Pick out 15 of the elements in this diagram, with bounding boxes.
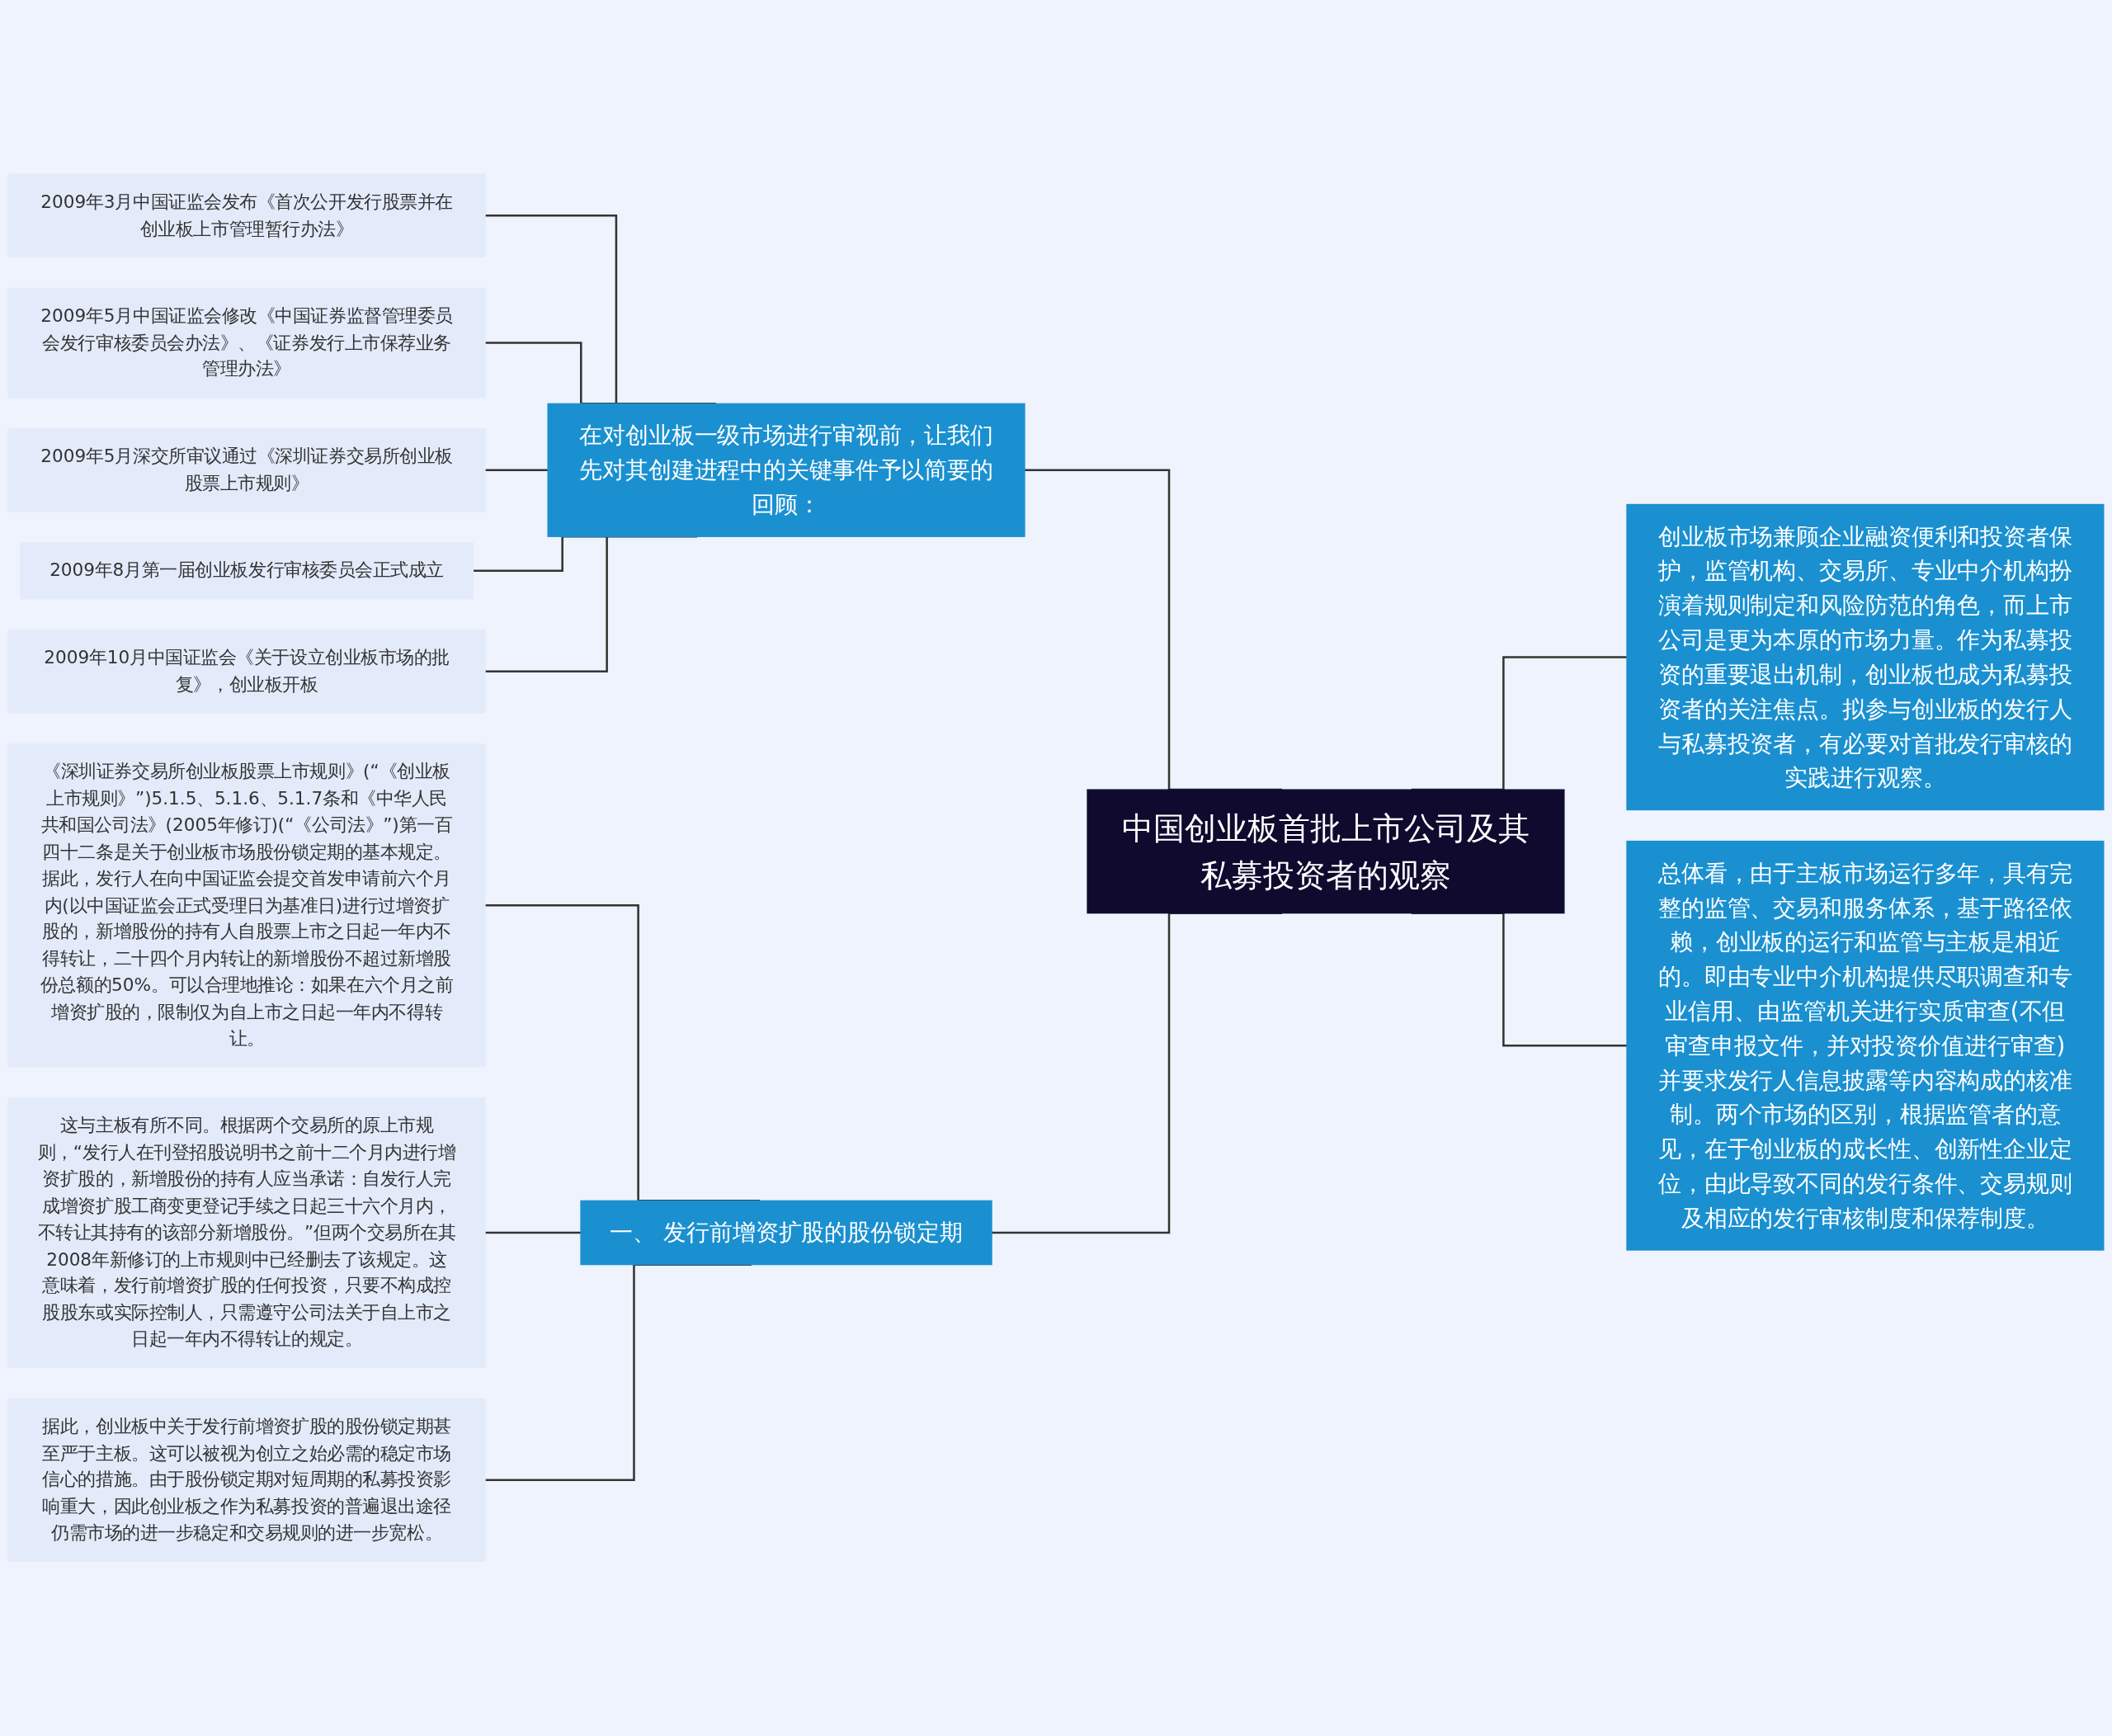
node-box: 2009年5月深交所审议通过《深圳证券交易所创业板股票上市规则》 <box>7 428 486 512</box>
node-box: 2009年10月中国证监会《关于设立创业板市场的批复》，创业板开板 <box>7 630 486 714</box>
node-box: 创业板市场兼顾企业融资便利和投资者保护，监管机构、交易所、专业中介机构扮演着规则制定和风险防范的角色，而上市公司是更为本原的市场力量。作为私募投资的重要退出机制，创业板也成为私募投资者的关注焦点。拟参与创业板的发行人与私募投资者，有必要对首批发行审核的实践进行观察。 <box>1626 504 2105 811</box>
node-box: 《深圳证券交易所创业板股票上市规则》(“《创业板上市规则》”)5.1.5、5.1.6、5.1.7条和《中华人民共和国公司法》(2005年修订)(“《公司法》”)第一百四十二条是关于创业板市场股份锁定期的基本规定。据此，发行人在向中国证监会提交首发申请前六个月内(以中国证监会正式受理日为基准日)进行过增资扩股的，新增股份的持有人自股票上市之日起一年内不得转让，二十四个月内转让的新增股份不超过新增股份总额的50%。可以合理地推论：如果在六个月之前增资扩股的，限制仅为自上市之日起一年内不得转让。 <box>7 743 486 1068</box>
node-box: 在对创业板一级市场进行审视前，让我们先对其创建进程中的关键事件予以简要的回顾： <box>547 403 1025 538</box>
connector <box>485 469 549 472</box>
node-box: 一、 发行前增资扩股的股份锁定期 <box>580 1201 992 1266</box>
node-box: 据此，创业板中关于发行前增资扩股的股份锁定期甚至严于主板。这可以被视为创立之始必需的稳定市场信心的措施。由于股份锁定期对短周期的私募投资影响重大，因此创业板之作为私募投资的普遍退出途径仍需市场的进一步稳定和交易规则的进一步宽松。 <box>7 1398 486 1563</box>
node-box: 2009年5月中国证监会修改《中国证券监督管理委员会发行审核委员会办法》、《证券发行上市保荐业务管理办法》 <box>7 287 486 399</box>
node-box: 中国创业板首批上市公司及其私募投资者的观察 <box>1087 789 1565 914</box>
node-box: 2009年3月中国证监会发布《首次公开发行股票并在创业板上市管理暂行办法》 <box>7 173 486 258</box>
node-box: 2009年8月第一届创业板发行审核委员会正式成立 <box>20 542 474 600</box>
connector <box>485 1232 581 1234</box>
node-box: 这与主板有所不同。根据两个交易所的原上市规则，“发行人在刊登招股说明书之前十二个月内进行增资扩股的，新增股份的持有人应当承诺：自发行人完成增资扩股工商变更登记手续之日起三十六个月内，不转让其持有的该部分新增股份。”但两个交易所在其2008年新修订的上市规则中已经删去了该规定。这意味着，发行前增资扩股的任何投资，只要不构成控股股东或实际控制人，只需遵守公司法关于自上市之日起一年内不得转让的规定。 <box>7 1097 486 1369</box>
node-box: 总体看，由于主板市场运行多年，具有完整的监管、交易和服务体系，基于路径依赖，创业板的运行和监管与主板是相近的。即由专业中介机构提供尽职调查和专业信用、由监管机关进行实质审查(不但审查申报文件，并对投资价值进行审查)并要求发行人信息披露等内容构成的核准制。两个市场的区别，根据监管者的意见，在于创业板的成长性、创新性企业定位，由此导致不同的发行条件、交易规则及相应的发行审核制度和保荐制度。 <box>1626 841 2105 1251</box>
